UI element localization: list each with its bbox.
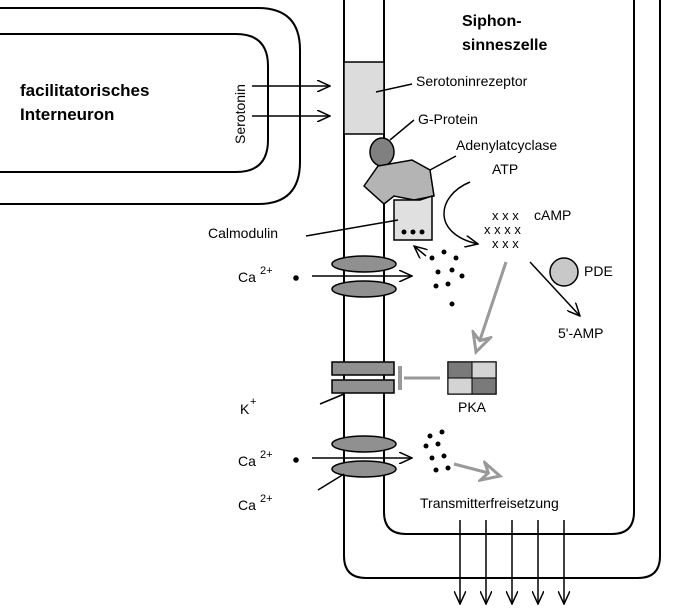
camp-cluster-row: x x x x [484,222,521,237]
adenylatcyclase [363,159,435,205]
calmodulin-pointer [305,219,399,237]
calmodulin-dot [410,229,416,235]
ca-calmodulin-arrow [414,246,426,256]
ca-ion [293,275,299,281]
calmodulin-dot [419,229,425,235]
receptor-pointer [375,83,413,93]
k-channel [331,379,395,394]
serotonin-label: Serotonin [232,84,248,144]
g-protein [369,137,395,167]
calmodulin-label: Calmodulin [208,225,278,241]
atp-label: ATP [492,161,518,177]
calmodulin-dot [401,229,407,235]
ca-superscript-2: 2+ [260,449,273,461]
k-channel [331,361,395,376]
interneuron-label-line2: Interneuron [20,105,114,124]
pka [447,361,497,395]
calmodulin [393,194,433,241]
g-protein-pointer [389,119,415,141]
pde [549,257,579,287]
ca-label-2: Ca [238,453,256,469]
k-superscript: + [250,396,256,408]
ca-pointer [317,473,345,491]
ca-ion-cluster [429,249,465,307]
transmitter-arrow [453,464,500,476]
pde-label: PDE [584,263,613,279]
camp-cluster-row: x x x [492,208,519,223]
transmitter-label: Transmitterfreisetzung [420,495,559,511]
siphon-label-line2: sinneszelle [462,37,547,54]
interneuron-cell [0,7,301,205]
transmitter-release-arrows [460,520,564,604]
adenylatcyclase-pointer [429,155,457,171]
ca-channel [331,460,397,478]
adenylatcyclase-label: Adenylatcyclase [456,137,557,153]
ca-label-1: Ca [238,269,256,285]
pka-label: PKA [458,399,487,415]
serotonin-receptor [343,61,385,135]
k-pointer [319,393,345,405]
siphon-cell [343,0,661,579]
ca-channel [331,280,397,298]
pde-arrow [529,261,580,316]
siphon-label-line1: Siphon- [462,13,522,30]
ca-channel [331,435,397,453]
g-protein-label: G-Protein [418,111,478,127]
ca-ion-cluster [423,429,451,473]
ca-label-3: Ca [238,497,256,513]
serotoninrezeptor-label: Serotoninrezeptor [416,73,528,89]
k-label: K [240,401,250,417]
ca-superscript-3: 2+ [260,493,273,505]
amp5-label: 5'-AMP [558,325,603,341]
camp-cluster-row: x x x [492,236,519,251]
interneuron-label-line1: facilitatorisches [20,81,149,100]
camp-label: cAMP [534,207,571,223]
camp-pka-arrow [476,261,508,352]
ca-ion [293,457,299,463]
ca-channel [331,255,397,273]
ca-superscript-1: 2+ [260,265,273,277]
atp-camp-arrow [443,181,478,244]
